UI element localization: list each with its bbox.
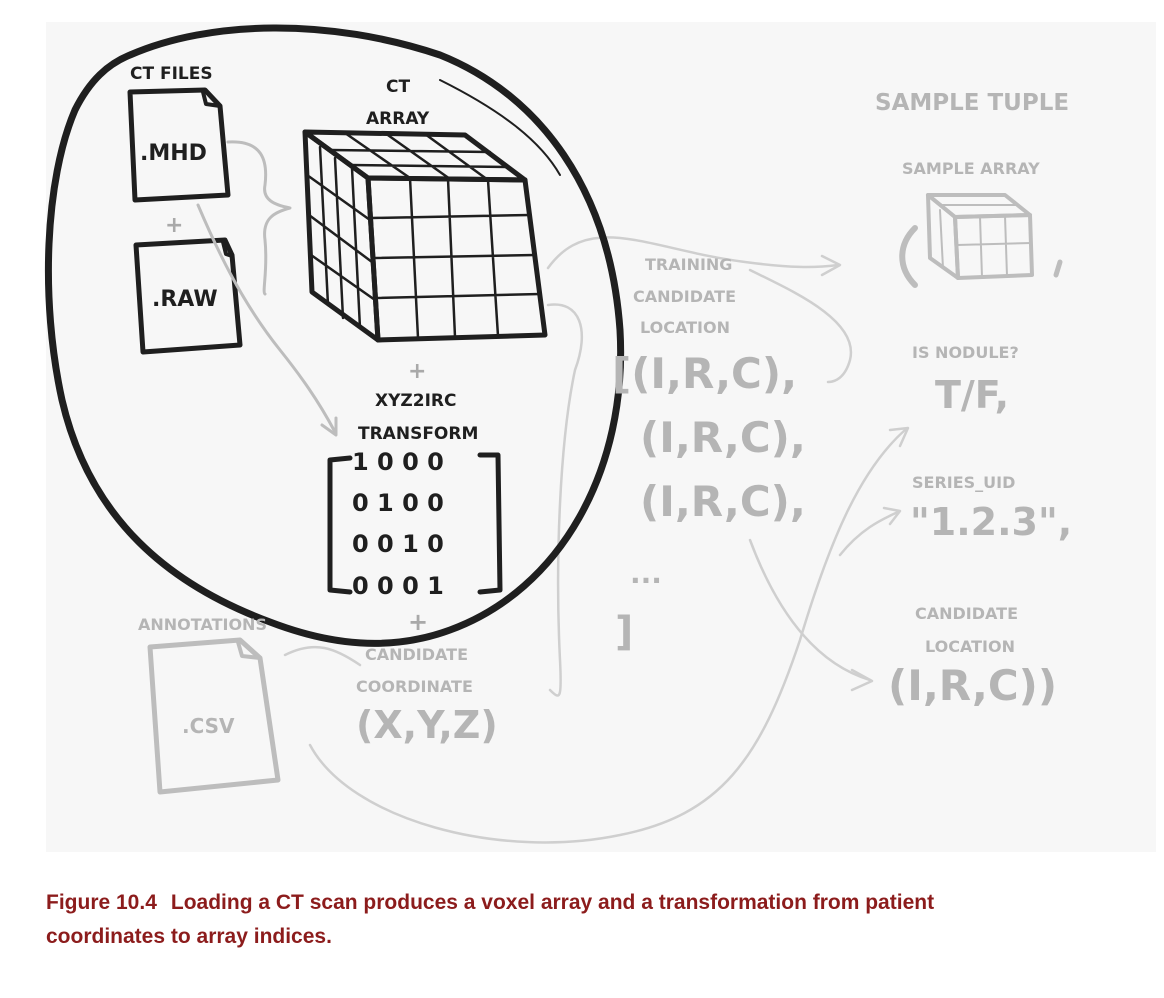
sample-open-paren xyxy=(899,225,918,288)
transform-label-2: TRANSFORM xyxy=(358,424,478,444)
is-nodule-label: IS NODULE? xyxy=(912,343,1019,362)
matrix-row: 0 0 0 1 xyxy=(352,572,444,600)
training-ellipsis: ... xyxy=(630,557,662,590)
xyz-coordinates: (X,Y,Z) xyxy=(356,703,498,747)
matrix-row: 1 0 0 0 xyxy=(352,448,444,476)
training-label-3: LOCATION xyxy=(640,318,730,337)
matrix-row: 0 1 0 0 xyxy=(352,489,444,517)
plus-sign: + xyxy=(408,608,428,636)
series-uid-value: "1.2.3", xyxy=(910,500,1072,544)
figure-number: Figure 10.4 xyxy=(46,891,157,914)
sample-array-cube xyxy=(926,193,1034,280)
transform-label-1: XYZ2IRC xyxy=(375,391,456,411)
flow-arrows xyxy=(283,236,910,844)
ct-loading-boundary xyxy=(44,24,625,647)
matrix-row: 0 0 1 0 xyxy=(352,530,444,558)
is-nodule-value: T/F, xyxy=(935,373,1009,417)
sample-tuple-title: SAMPLE TUPLE xyxy=(875,90,1069,116)
sample-array-label: SAMPLE ARRAY xyxy=(902,159,1040,178)
mhd-label: .MHD xyxy=(140,141,207,166)
training-row: [(I,R,C), xyxy=(612,349,797,398)
csv-file-icon xyxy=(147,637,281,795)
plus-sign: + xyxy=(165,213,183,238)
matrix-right-bracket xyxy=(477,452,503,595)
ct-array-label-1: CT xyxy=(386,77,410,97)
raw-label: .RAW xyxy=(152,287,218,312)
candidate-location-value: (I,R,C)) xyxy=(888,661,1057,710)
training-label-2: CANDIDATE xyxy=(633,287,736,306)
caption-text: Loading a CT scan produces a voxel array… xyxy=(46,891,935,948)
training-row: (I,R,C), xyxy=(640,413,806,462)
raw-file-icon xyxy=(133,237,243,355)
candidate-coordinate-label-1: CANDIDATE xyxy=(365,645,468,664)
annotations-label: ANNOTATIONS xyxy=(138,615,267,634)
matrix-left-bracket xyxy=(327,455,353,595)
plus-sign: + xyxy=(408,359,426,384)
ct-files-label: CT FILES xyxy=(130,64,213,84)
figure-panel xyxy=(46,22,1156,852)
training-label-1: TRAINING xyxy=(645,255,732,274)
ct-array-label-2: ARRAY xyxy=(366,109,430,129)
candidate-location-label-1: CANDIDATE xyxy=(915,604,1018,623)
training-close-bracket: ] xyxy=(615,609,633,655)
mhd-file-icon xyxy=(127,87,231,203)
training-row: (I,R,C), xyxy=(640,477,806,526)
candidate-coordinate-label-2: COORDINATE xyxy=(356,677,473,696)
csv-label: .CSV xyxy=(182,714,235,738)
candidate-location-label-2: LOCATION xyxy=(925,637,1015,656)
ct-array-cube xyxy=(302,129,548,343)
series-uid-label: SERIES_UID xyxy=(912,473,1015,492)
